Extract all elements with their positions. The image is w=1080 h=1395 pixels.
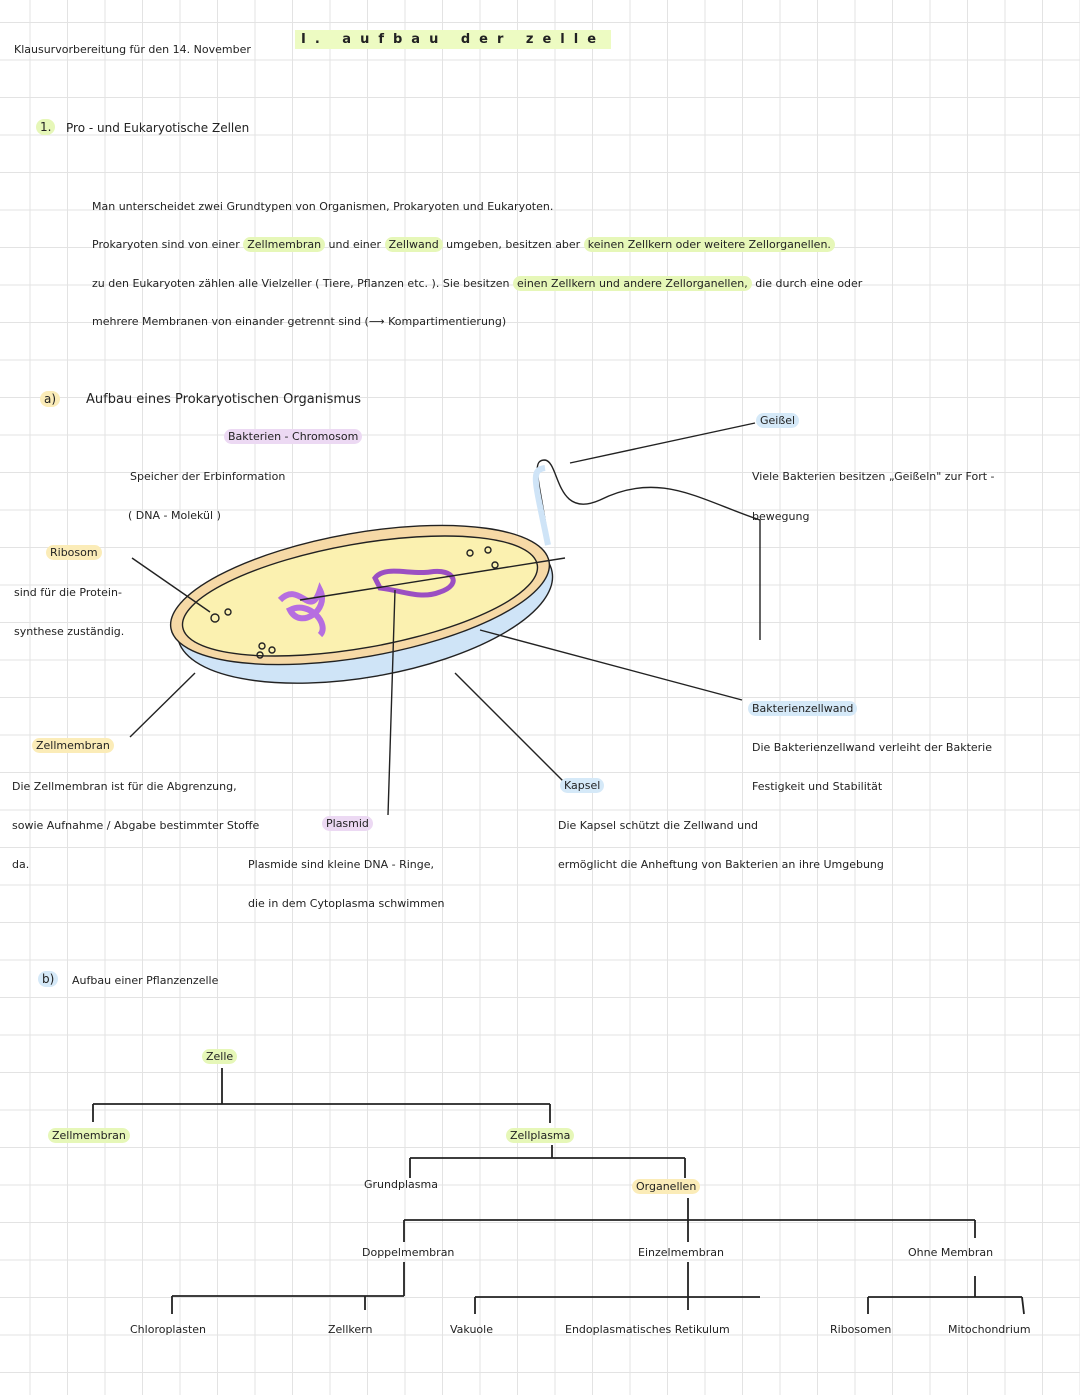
kapsel-desc: Die Kapsel schützt die Zellwand und: [558, 819, 759, 832]
zellwand-desc: Die Bakterienzellwand verleiht der Bakte…: [752, 741, 993, 754]
text-line-3: zu den Eukaryoten zählen alle Vielzeller…: [92, 276, 863, 291]
section-b-letter: b): [38, 971, 59, 987]
cytoplasm: [181, 535, 539, 657]
zellwand-desc: Festigkeit und Stabilität: [752, 780, 883, 793]
plasmid-desc: die in dem Cytoplasma schwimmen: [248, 897, 445, 910]
page-title: I. aufbau der zelle: [295, 30, 612, 49]
kapsel-desc: ermöglicht die Anheftung von Bakterien a…: [558, 858, 884, 871]
section-a-heading: Aufbau eines Prokaryotischen Organismus: [86, 392, 362, 407]
tree-node-doppelmembran: Doppelmembran: [362, 1246, 455, 1259]
subtitle: Klausurvorbereitung für den 14. November: [14, 43, 251, 56]
geissel-desc: bewegung: [752, 510, 810, 523]
label-kapsel: Kapsel: [560, 778, 605, 793]
geissel-desc: Viele Bakterien besitzen „Geißeln" zur F…: [752, 470, 995, 483]
tree-node-organellen: Organellen: [632, 1179, 701, 1194]
section-a-letter: a): [40, 391, 61, 407]
zellmembran-desc: sowie Aufnahme / Abgabe bestimmter Stoff…: [12, 819, 260, 832]
plasmid-shape: [372, 568, 456, 598]
section-number: 1.: [36, 119, 56, 135]
chromosom-desc: ( DNA - Molekül ): [128, 509, 221, 522]
tree-leaf-vakuole: Vakuole: [450, 1323, 493, 1336]
tree-leaf-zellkern: Zellkern: [328, 1323, 373, 1336]
ribosom-desc: sind für die Protein-: [14, 586, 122, 599]
tree-node-grundplasma: Grundplasma: [364, 1178, 438, 1191]
chromosom-desc: Speicher der Erbinformation: [130, 470, 286, 483]
plasmid-desc: Plasmide sind kleine DNA - Ringe,: [248, 858, 435, 871]
tree-node-zellmembran: Zellmembran: [48, 1128, 130, 1143]
label-ribosom: Ribosom: [46, 545, 102, 560]
ribosom-desc: synthese zuständig.: [14, 625, 125, 638]
text-line-1: Man unterscheidet zwei Grundtypen von Or…: [92, 200, 554, 213]
tree-node-zelle: Zelle: [202, 1049, 238, 1064]
tree-leaf-mitochondrium: Mitochondrium: [948, 1323, 1031, 1336]
label-plasmid: Plasmid: [322, 816, 373, 831]
tree-node-einzelmembran: Einzelmembran: [638, 1246, 724, 1259]
tree-leaf-chloroplasten: Chloroplasten: [130, 1323, 207, 1336]
section-heading: Pro - und Eukaryotische Zellen: [66, 121, 250, 135]
label-chromosom: Bakterien - Chromosom: [224, 429, 363, 444]
tree-leaf-er: Endoplasmatisches Retikulum: [565, 1323, 730, 1336]
zellmembran-desc: da.: [12, 858, 30, 871]
flagellum: [536, 459, 761, 640]
text-line-4: mehrere Membranen von einander getrennt …: [92, 315, 507, 328]
tree-leaf-ribosomen: Ribosomen: [830, 1323, 892, 1336]
tree-lines: [92, 1068, 1025, 1315]
label-geissel: Geißel: [756, 413, 800, 428]
tree-node-ohne-membran: Ohne Membran: [908, 1246, 994, 1259]
label-zellmembran: Zellmembran: [32, 738, 114, 753]
label-zellwand: Bakterienzellwand: [748, 701, 858, 716]
section-b-heading: Aufbau einer Pflanzenzelle: [72, 974, 219, 987]
tree-node-zellplasma: Zellplasma: [506, 1128, 575, 1143]
chromosome-shape: [277, 582, 326, 638]
zellmembran-desc: Die Zellmembran ist für die Abgrenzung,: [12, 780, 237, 793]
text-line-2: Prokaryoten sind von einer Zellmembran u…: [92, 237, 835, 252]
